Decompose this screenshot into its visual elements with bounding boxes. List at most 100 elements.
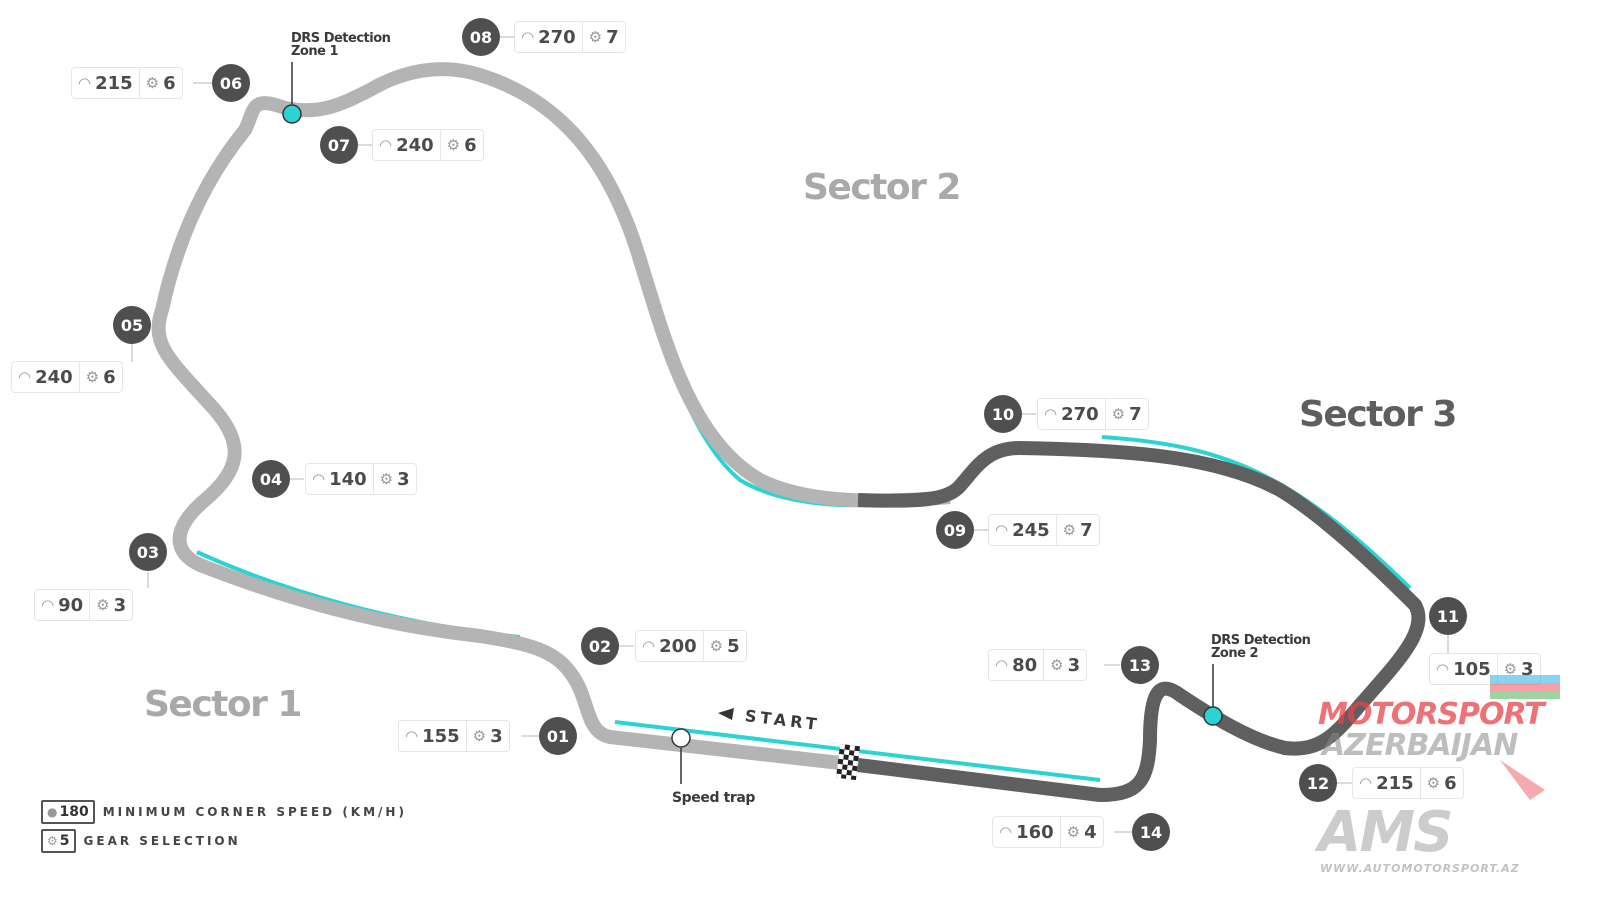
corner-gear: 7: [1080, 519, 1093, 541]
start-direction-arrow: [718, 708, 734, 720]
start-finish-line: [836, 743, 860, 781]
turn-badge-11: 11: [1429, 597, 1467, 635]
corner-speed: 215: [95, 72, 133, 94]
speed-trap-label: Speed trap: [672, 790, 756, 806]
corner-leaders: [131, 36, 1449, 833]
gear-icon: ⚙: [446, 136, 461, 154]
speedometer-icon: ◠: [995, 521, 1009, 539]
turn-badge-04: 04: [252, 460, 290, 498]
corner-speed: 240: [35, 366, 73, 388]
gear-icon: ⚙: [1066, 823, 1081, 841]
speedometer-icon: ◠: [379, 136, 393, 154]
turn-badge-13: 13: [1121, 646, 1159, 684]
corner-info-10: ◠270 ⚙7: [1037, 398, 1149, 430]
legend-gear-text: GEAR SELECTION: [83, 834, 241, 848]
speedometer-icon: ◠: [312, 470, 326, 488]
speedometer-icon: ◠: [995, 656, 1009, 674]
watermark-line2: AZERBAIJAN: [1322, 728, 1518, 763]
speedometer-icon: ◠: [18, 368, 32, 386]
corner-speed: 270: [538, 26, 576, 48]
corner-gear: 3: [1067, 654, 1081, 676]
speedometer-icon: ◠: [521, 28, 535, 46]
sector-2-label: Sector 2: [803, 167, 961, 208]
speedometer-icon: ◠: [41, 596, 55, 614]
corner-gear: 3: [1521, 658, 1534, 680]
corner-info-12: ◠215 ⚙6: [1352, 767, 1464, 799]
corner-gear: 6: [103, 366, 116, 388]
speedometer-icon: ◠: [1436, 660, 1450, 678]
corner-speed: 105: [1453, 658, 1491, 680]
corner-gear: 5: [727, 635, 740, 657]
corner-speed: 80: [1012, 654, 1038, 676]
turn-badge-02: 02: [581, 627, 619, 665]
turn-badge-10: 10: [984, 395, 1022, 433]
turn-badge-03: 03: [129, 533, 167, 571]
turn-badge-12: 12: [1299, 764, 1337, 802]
corner-info-14: ◠160 ⚙4: [992, 816, 1104, 848]
drs-zone1-line2: Zone 1: [291, 44, 339, 59]
gear-icon: ⚙: [472, 727, 487, 745]
turn-badge-05: 05: [113, 306, 151, 344]
drs-zone1-label: DRS Detection Zone 1: [291, 31, 391, 59]
corner-gear: 3: [113, 594, 127, 616]
corner-gear: 6: [163, 72, 176, 94]
corner-gear: 7: [1129, 403, 1142, 425]
drs-zone1-marker: [282, 104, 302, 124]
sector-1-label: Sector 1: [144, 684, 302, 725]
drs-zone2-marker: [1203, 706, 1223, 726]
speedometer-icon: ◠: [1044, 405, 1058, 423]
corner-speed: 90: [58, 594, 84, 616]
corner-info-06: ◠215 ⚙6: [71, 67, 183, 99]
gear-icon: ⚙: [1050, 656, 1064, 674]
track-light-section: [151, 62, 951, 772]
legend-gear-chip: ⚙ 5: [41, 829, 76, 853]
corner-speed: 270: [1061, 403, 1099, 425]
track-dark-section: [857, 441, 1426, 802]
drs-zone1-line1: DRS Detection: [291, 31, 391, 46]
corner-info-07: ◠240 ⚙6: [372, 129, 484, 161]
drs-zone2-label: DRS Detection Zone 2: [1211, 633, 1311, 661]
corner-gear: 4: [1084, 821, 1097, 843]
turn-badge-07: 07: [320, 126, 358, 164]
drs-zone2-line1: DRS Detection: [1211, 633, 1311, 648]
corner-speed: 155: [422, 725, 460, 747]
corner-info-08: ◠270 ⚙7: [514, 21, 626, 53]
corner-info-09: ◠245 ⚙7: [988, 514, 1100, 546]
corner-info-05: ◠240 ⚙6: [11, 361, 123, 393]
legend-speed: ● 180 MINIMUM CORNER SPEED (KM/H): [41, 800, 407, 824]
legend-speed-text: MINIMUM CORNER SPEED (KM/H): [102, 805, 407, 819]
legend-gear: ⚙ 5 GEAR SELECTION: [41, 829, 241, 853]
turn-badge-01: 01: [539, 717, 577, 755]
gear-icon: ⚙: [85, 368, 100, 386]
speed-trap-marker: [671, 728, 691, 748]
gear-icon: ⚙: [709, 637, 724, 655]
gear-icon: ⚙: [96, 596, 110, 614]
corner-info-04: ◠140 ⚙3: [305, 463, 417, 495]
corner-gear: 3: [397, 468, 410, 490]
corner-gear: 6: [1444, 772, 1457, 794]
corner-speed: 140: [329, 468, 367, 490]
corner-speed: 160: [1016, 821, 1054, 843]
corner-speed: 215: [1376, 772, 1414, 794]
corner-speed: 200: [659, 635, 697, 657]
watermark-url: WWW.AUTOMOTORSPORT.AZ: [1320, 862, 1520, 875]
speedometer-icon: ◠: [78, 74, 92, 92]
corner-gear: 3: [490, 725, 503, 747]
gear-icon: ⚙: [145, 74, 160, 92]
gear-icon: ⚙: [1503, 660, 1518, 678]
corner-gear: 6: [464, 134, 477, 156]
speedometer-icon: ◠: [642, 637, 656, 655]
watermark-logo: AMS: [1318, 800, 1453, 865]
corner-gear: 7: [606, 26, 619, 48]
turn-badge-09: 09: [936, 511, 974, 549]
sector-3-label: Sector 3: [1299, 394, 1457, 435]
corner-info-02: ◠200 ⚙5: [635, 630, 747, 662]
corner-info-13: ◠80 ⚙3: [988, 649, 1088, 681]
turn-badge-14: 14: [1132, 813, 1170, 851]
speedometer-icon: ◠: [405, 727, 419, 745]
legend-gear-example: 5: [59, 833, 70, 849]
drs-zone2-line2: Zone 2: [1211, 646, 1259, 661]
